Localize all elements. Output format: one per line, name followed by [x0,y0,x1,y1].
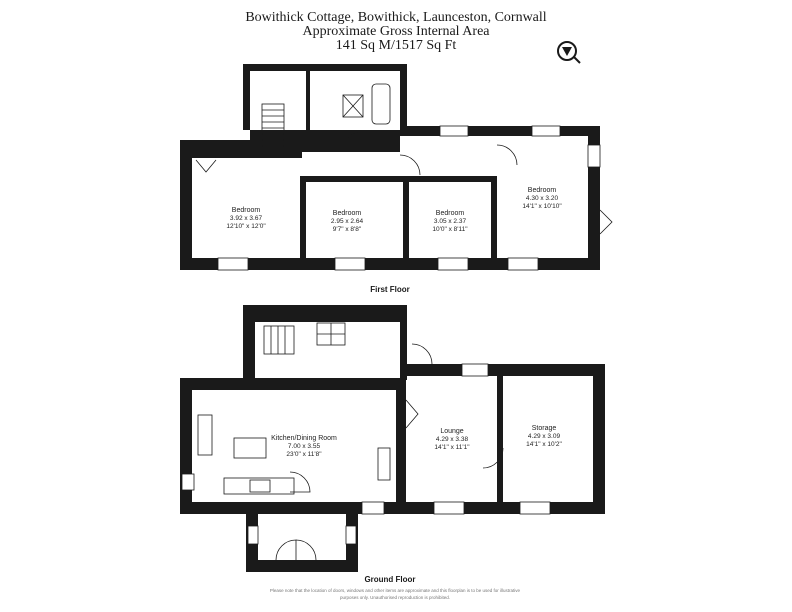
disclaimer: Please note that the location of doors, … [150,588,640,601]
room-imperial-storage: 14'1" x 10'2" [526,441,562,448]
first-floor-label: First Floor [370,285,410,294]
room-imperial-lounge: 14'1" x 11'1" [434,444,470,451]
ground-floor-plan [180,305,605,572]
title-area-label: Approximate Gross Internal Area [302,24,490,39]
room-imperial-bedroom-2: 9'7" x 8'8" [333,226,362,233]
room-imperial-kitchen: 23'0" x 11'8" [286,451,322,458]
room-name-bedroom-3: Bedroom [436,210,465,217]
title-address: Bowithick Cottage, Bowithick, Launceston… [245,10,547,25]
compass-north-icon [557,41,581,64]
room-name-lounge: Lounge [440,428,463,435]
room-name-bedroom-2: Bedroom [333,210,362,217]
room-dims-storage: 4.29 x 3.09 [528,433,561,440]
room-dims-bedroom-4: 4.30 x 3.20 [526,195,559,202]
room-name-bedroom-4: Bedroom [528,187,557,194]
title-area-value: 141 Sq M/1517 Sq Ft [335,38,457,53]
disclaimer-line-2: purposes only. Unauthorised reproduction… [340,594,450,600]
room-name-bedroom-1: Bedroom [232,207,261,214]
ground-floor-label: Ground Floor [364,575,416,584]
room-dims-bedroom-3: 3.05 x 2.37 [434,218,467,225]
room-name-kitchen: Kitchen/Dining Room [271,435,337,442]
room-imperial-bedroom-3: 10'0" x 8'11" [432,226,468,233]
room-imperial-bedroom-4: 14'1" x 10'10" [522,203,562,210]
room-dims-bedroom-1: 3.92 x 3.67 [230,215,263,222]
disclaimer-line-1: Please note that the location of doors, … [269,588,521,593]
room-name-storage: Storage [532,425,557,432]
room-dims-bedroom-2: 2.95 x 2.64 [331,218,364,225]
room-dims-kitchen: 7.00 x 3.55 [288,443,321,450]
room-dims-lounge: 4.29 x 3.38 [436,436,469,443]
first-floor-plan [180,64,613,271]
room-imperial-bedroom-1: 12'10" x 12'0" [226,223,266,230]
